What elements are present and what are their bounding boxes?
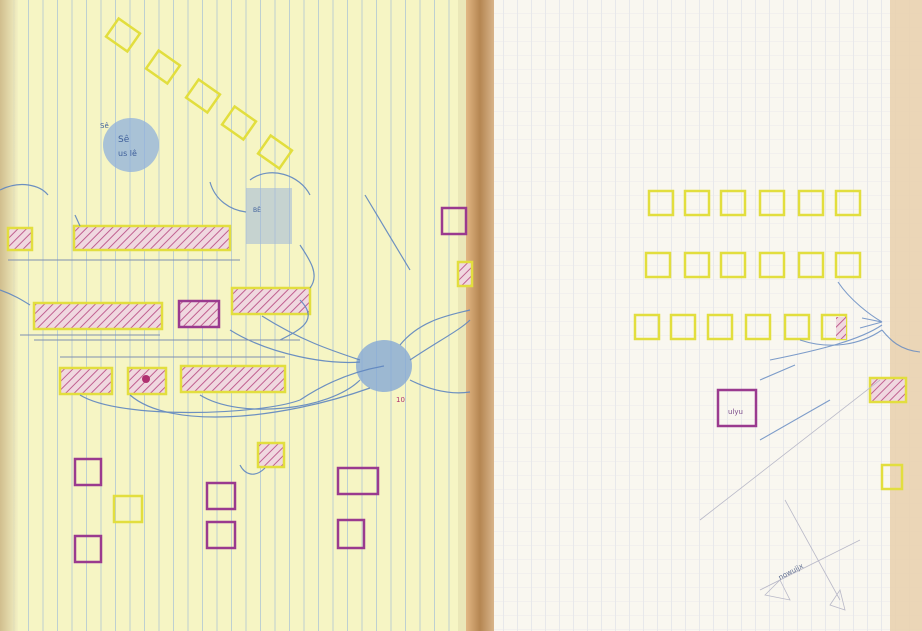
blue-blob (103, 118, 159, 172)
lower-label: 10 (396, 396, 405, 404)
dot (142, 375, 150, 383)
blue-shaded-box (246, 188, 292, 244)
blob-label: Sê (118, 134, 130, 145)
shaded-box-text: BÊ (253, 206, 261, 214)
top-label: Sê (100, 122, 109, 130)
hatched-fill (836, 317, 846, 339)
purple-hatched-block (179, 301, 219, 327)
blob-label-2: us lê (118, 148, 137, 158)
binding (466, 0, 494, 631)
hatched-block (870, 378, 906, 402)
purple-box-label: ulyu (728, 408, 743, 416)
